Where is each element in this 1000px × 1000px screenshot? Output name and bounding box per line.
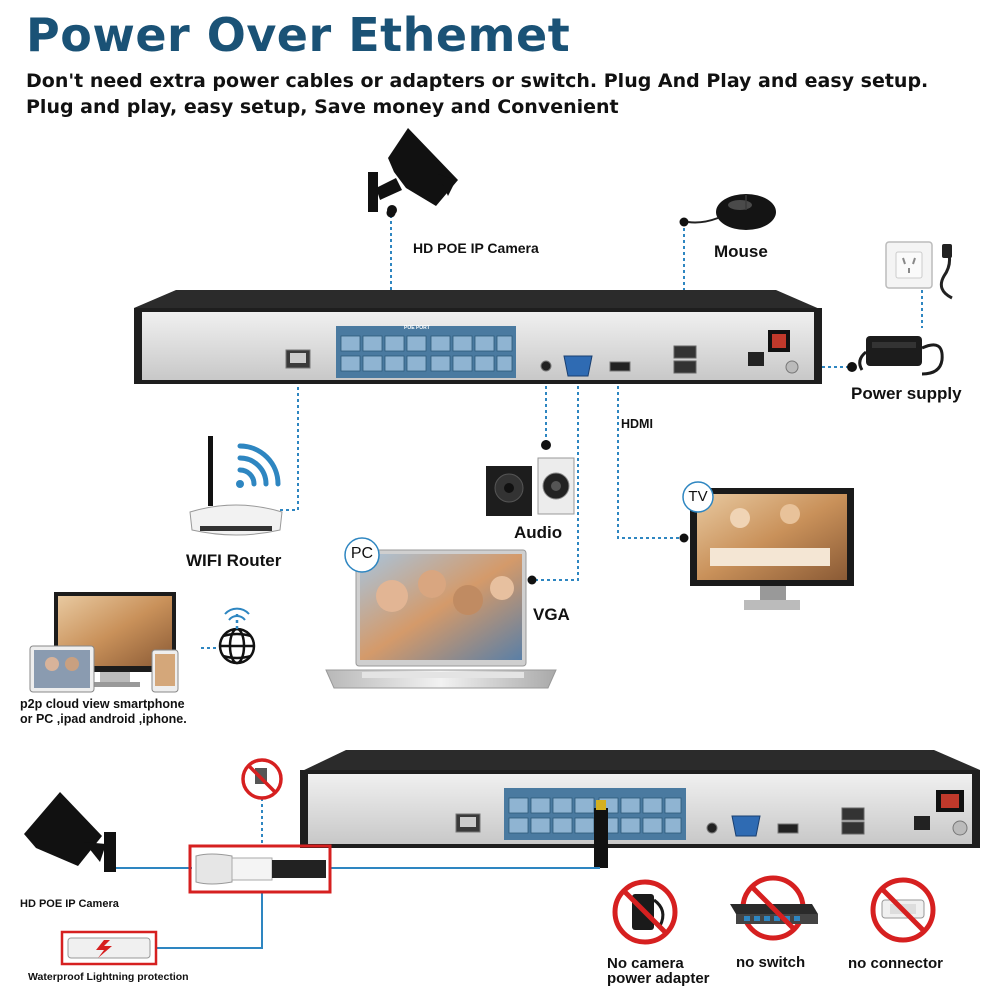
page-title: Power Over Ethemet [26,8,571,62]
poe-port-label: POE PORT [404,325,430,331]
no-adapter-label-line-1: No camera [607,955,684,972]
lightning-label: Waterproof Lightning protection [28,971,189,983]
poe-splitter-highlight [188,844,332,894]
phone-icon [151,649,179,693]
no-adapter-label-line-2: power adapter [607,970,710,987]
pc-badge: PC [350,545,374,562]
poe-ports-top [340,335,513,372]
cctv-camera-icon [24,792,116,872]
mouse-icon [687,194,776,230]
poe-splitter-cable [195,853,326,885]
mouse-label: Mouse [714,242,768,261]
cctv-camera-icon [368,128,458,215]
wifi-signal-icon [236,443,281,488]
wifi-router-label: WIFI Router [186,551,282,570]
laptop-icon [325,537,557,689]
power-supply-label: Power supply [851,384,962,403]
hdmi-label: HDMI [621,417,653,431]
p2p-label-line-1: p2p cloud view smartphone [20,697,185,711]
prohibited-icon [870,877,936,943]
rj45-plug-icon [594,800,608,868]
nvr-recorder-top [134,290,822,384]
tv-badge: TV [688,488,708,505]
globe-wifi-icon [224,607,250,621]
no-connector-label: no connector [848,955,944,972]
power-adapter-icon [858,336,944,376]
nvr-recorder-bottom [300,750,980,848]
lightning-protector-icon [67,937,151,959]
prohibited-icon [730,875,818,941]
wall-socket-icon [885,241,953,300]
p2p-label-line-2: or PC ,ipad android ,iphone. [20,712,187,726]
prohibited-icon [241,758,283,800]
lightning-highlight [60,930,158,966]
tv-monitor-icon [682,481,854,610]
wifi-router-icon [189,436,283,536]
globe-icon [218,614,256,665]
audio-label: Audio [514,523,563,542]
bottom-connection-lines [116,867,600,949]
subtitle-line-1: Don't need extra power cables or adapter… [26,70,929,92]
speaker-icon [486,457,575,516]
subtitle-line-2: Plug and play, easy setup, Save money an… [26,96,619,118]
vga-label: VGA [533,605,570,624]
prohibited-icon [612,879,678,945]
camera-bottom-label: HD POE IP Camera [20,898,119,910]
camera-top-label: HD POE IP Camera [413,240,539,256]
no-switch-label: no switch [736,954,806,971]
tablet-icon [29,645,95,693]
